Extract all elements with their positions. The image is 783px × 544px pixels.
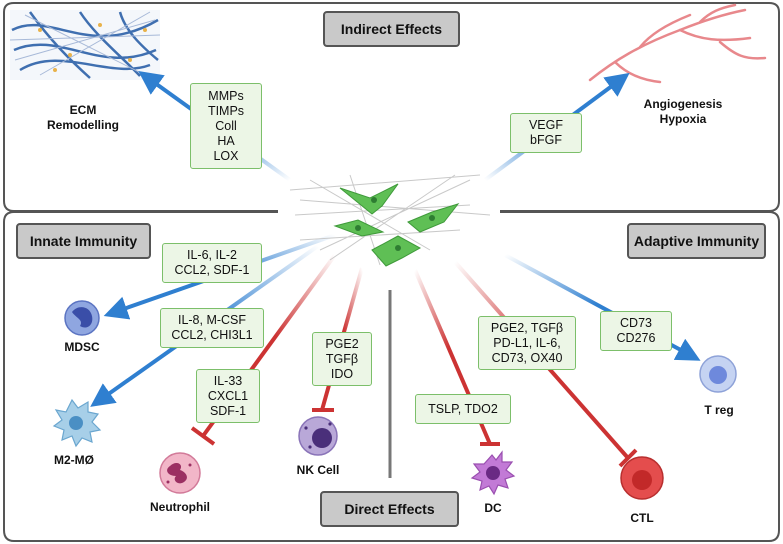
angio-label-line: Angiogenesis xyxy=(643,97,723,111)
mediator-text: CCL2, SDF-1 xyxy=(174,263,250,277)
neutrophil-icon xyxy=(159,452,201,494)
innate-immunity-header: Innate Immunity xyxy=(16,223,151,259)
ecm-label-line: ECM xyxy=(69,103,97,117)
mediator-text: PGE2, TGFβ xyxy=(490,320,564,335)
mediator-text: IDO xyxy=(330,366,354,381)
nk-cell-icon xyxy=(298,416,338,456)
treg-label: T reg xyxy=(704,403,734,417)
ecm-fiber-icon xyxy=(9,10,161,80)
direct-effects-header: Direct Effects xyxy=(320,491,459,527)
mediator-text: TIMPs xyxy=(207,103,245,118)
angio-label: Angiogenesis Hypoxia xyxy=(628,97,738,127)
mdsc-cell-icon xyxy=(64,300,100,336)
mediator-box-neutrophil: IL-33 CXCL1 SDF-1 xyxy=(196,369,260,423)
mediator-text: CD73, OX40 xyxy=(491,350,563,365)
mediator-box-nk: PGE2 TGFβ IDO xyxy=(312,332,372,386)
blood-vessel-icon xyxy=(588,3,767,84)
mediator-text: PGE2 xyxy=(325,336,359,351)
ecm-label-line: Remodelling xyxy=(46,118,119,132)
dc-label: DC xyxy=(484,501,502,515)
macrophage-icon xyxy=(52,398,102,448)
mediator-text: CD276 xyxy=(616,331,656,345)
mediator-box-treg: CD73 CD276 xyxy=(600,311,672,351)
mediator-box-ctl: PGE2, TGFβ PD-L1, IL-6, CD73, OX40 xyxy=(478,316,576,370)
adaptive-immunity-header: Adaptive Immunity xyxy=(627,223,766,259)
mediator-text: MMPs xyxy=(208,88,244,103)
mediator-text: VEGF xyxy=(528,118,564,132)
nk-label: NK Cell xyxy=(296,463,340,477)
mediator-text: CCL2, CHI3L1 xyxy=(171,328,253,342)
mediator-text: TGFβ xyxy=(325,351,359,366)
mediator-text: SDF-1 xyxy=(209,403,247,418)
direct-panel-border xyxy=(3,211,780,542)
m2-label: M2-MØ xyxy=(54,453,94,467)
mediator-text: LOX xyxy=(213,148,239,163)
angio-label-line: Hypoxia xyxy=(659,112,707,126)
mediator-text: IL-6, IL-2 xyxy=(186,248,238,262)
mediator-text: CD73 xyxy=(620,316,652,330)
mediator-text: PD-L1, IL-6, xyxy=(493,335,561,350)
ctl-label: CTL xyxy=(630,511,654,525)
fibroblast-icon xyxy=(289,174,491,267)
mediator-text: IL-33 xyxy=(213,373,243,388)
mdsc-label: MDSC xyxy=(64,340,100,354)
neutrophil-label: Neutrophil xyxy=(150,500,210,514)
indirect-panel-border xyxy=(3,2,780,212)
mediator-text: Coll xyxy=(215,118,237,133)
indirect-effects-header: Indirect Effects xyxy=(323,11,460,47)
ctl-cell-icon xyxy=(620,456,664,500)
mediator-box-dc: TSLP, TDO2 xyxy=(415,394,511,424)
ecm-label: ECM Remodelling xyxy=(28,103,138,133)
mediator-box-mdsc: IL-6, IL-2 CCL2, SDF-1 xyxy=(162,243,262,283)
mediator-box-ecm: MMPs TIMPs Coll HA LOX xyxy=(190,83,262,169)
mediator-text: TSLP, TDO2 xyxy=(428,401,498,416)
mediator-box-angio: VEGF bFGF xyxy=(510,113,582,153)
treg-cell-icon xyxy=(699,355,737,393)
mediator-text: HA xyxy=(217,133,235,148)
mediator-text: IL-8, M-CSF xyxy=(177,313,247,327)
dendritic-cell-icon xyxy=(470,450,516,496)
mediator-text: bFGF xyxy=(530,133,562,147)
mediator-box-m2: IL-8, M-CSF CCL2, CHI3L1 xyxy=(160,308,264,348)
mediator-text: CXCL1 xyxy=(207,388,249,403)
